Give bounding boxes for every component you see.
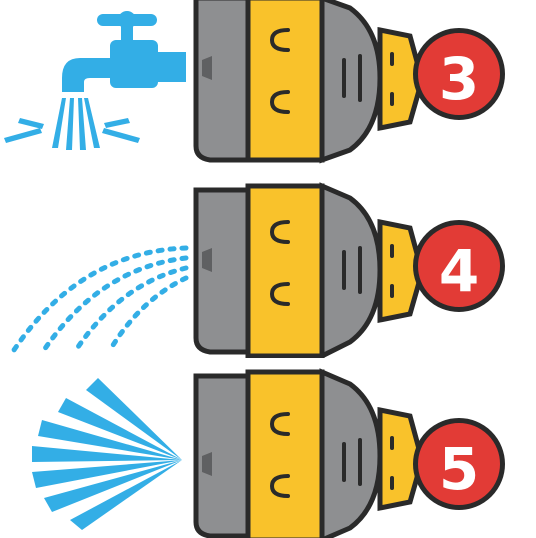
hose-connector-icon	[193, 182, 425, 358]
number-badge: 3	[413, 28, 505, 120]
hose-connector-icon	[193, 0, 425, 164]
row-dotted-spray: 4	[0, 180, 536, 358]
tap-faucet-icon	[4, 0, 425, 164]
hose-connector-icon	[193, 368, 425, 538]
fan-spray-icon	[32, 368, 425, 538]
number-badge: 5	[413, 418, 505, 510]
row-tap: 3	[0, 0, 536, 178]
number-badge: 4	[413, 220, 505, 312]
row-fan-spray: 5	[0, 360, 536, 538]
dotted-spray-icon	[11, 182, 425, 358]
